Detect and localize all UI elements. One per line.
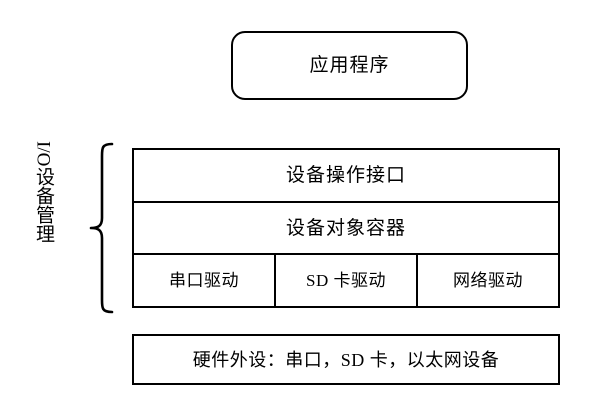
- driver-cell-network-label: 网络驱动: [453, 271, 523, 291]
- driver-cell-sdcard-label: SD 卡驱动: [306, 271, 386, 291]
- io-management-label-ascii: I/O: [32, 141, 54, 167]
- io-management-label-cjk: 设备管理: [33, 167, 55, 244]
- curly-brace-icon: [88, 142, 114, 314]
- io-stack-table: 设备操作接口 设备对象容器 串口驱动 SD 卡驱动 网络驱动: [132, 148, 560, 308]
- application-box: 应用程序: [231, 31, 468, 100]
- stack-row-device-container-label: 设备对象容器: [285, 217, 406, 239]
- application-box-label: 应用程序: [309, 55, 390, 76]
- hardware-peripherals-box: 硬件外设：串口，SD 卡，以太网设备: [132, 334, 560, 385]
- driver-cell-serial: 串口驱动: [134, 255, 274, 306]
- stack-row-device-interface: 设备操作接口: [134, 150, 558, 201]
- hardware-peripherals-label: 硬件外设：串口，SD 卡，以太网设备: [192, 349, 500, 370]
- driver-cell-network: 网络驱动: [416, 255, 558, 307]
- stack-row-device-container: 设备对象容器: [134, 200, 558, 254]
- stack-row-device-interface-label: 设备操作接口: [285, 164, 406, 186]
- driver-cell-sdcard: SD 卡驱动: [274, 255, 416, 307]
- io-management-label: I/O 设备管理: [26, 141, 60, 313]
- stack-row-drivers: 串口驱动 SD 卡驱动 网络驱动: [134, 253, 558, 307]
- driver-cell-serial-label: 串口驱动: [169, 271, 239, 291]
